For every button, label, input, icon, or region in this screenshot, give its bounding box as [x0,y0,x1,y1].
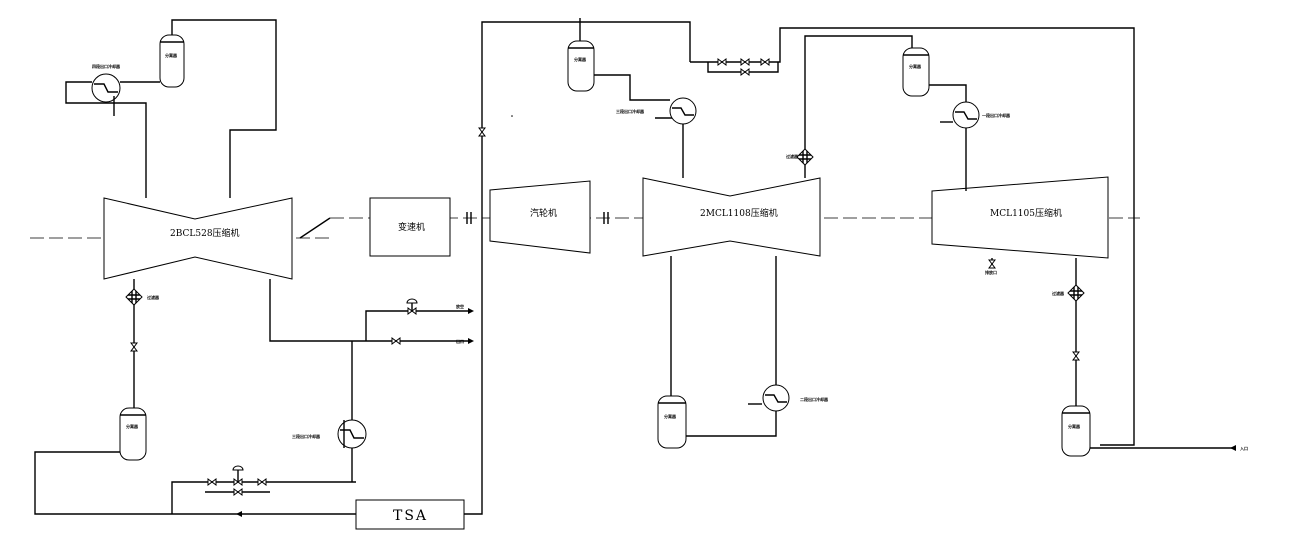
pipe-tl-1 [65,81,147,198]
svg-text:过滤器: 过滤器 [147,294,160,300]
gearbox-label: 变速机 [398,221,425,233]
svg-text:分离器: 分离器 [909,63,922,69]
separator-bottom-middle[interactable]: 分离器 [657,395,687,449]
svg-text:分离器: 分离器 [664,413,677,419]
cooler-2nd-stage[interactable]: 二段出口冷却器 [762,384,829,412]
svg-text:分离器: 分离器 [1068,423,1081,429]
pipe-mid-up [804,35,913,149]
cooler-3rd-stage-right[interactable]: 三段出口冷却器 [616,97,697,125]
shaft-link [299,217,331,239]
pipe-tsa-up [464,21,691,515]
svg-text:分离器: 分离器 [574,56,587,62]
svg-text:三段出口冷却器: 三段出口冷却器 [292,433,321,439]
pipe-discharge [269,279,470,342]
compressor-2mcl1108[interactable] [642,177,821,257]
pipe-vent [365,310,470,341]
separator-top-right[interactable]: 分离器 [902,47,930,97]
pipe-mid-down-right [686,256,777,437]
steam-turbine-label: 汽轮机 [530,207,557,219]
svg-text:过滤器: 过滤器 [1052,290,1065,296]
separator-bottom-left[interactable]: 分离器 [119,407,147,461]
cooler-4th-stage[interactable]: 四段出口冷却器 [91,63,121,103]
compressor-2bcl528[interactable] [103,197,293,280]
steam-turbine[interactable] [489,180,591,254]
pipe-sep-cooler [594,74,670,101]
separator-bottom-right[interactable]: 分离器 [1061,405,1091,457]
svg-text:三段出口冷却器: 三段出口冷却器 [616,108,645,114]
svg-text:分离器: 分离器 [126,423,139,429]
gearbox[interactable] [369,197,451,257]
cooler-3rd-stage-left[interactable]: 三段出口冷却器 [292,419,367,449]
svg-text:四段出口冷却器: 四段出口冷却器 [92,63,121,69]
pipe-tl-3 [171,19,277,198]
svg-text:一段出口冷却器: 一段出口冷却器 [982,112,1011,118]
filter-right[interactable]: 过滤器 [1052,284,1085,302]
svg-text:过滤器: 过滤器 [786,153,799,159]
pipe-bottom-loop [34,451,356,515]
svg-text:出口: 出口 [456,338,464,344]
svg-text:放空: 放空 [455,303,464,309]
filter-middle[interactable]: 过滤器 [786,148,814,166]
separator-top-middle[interactable]: 分离器 [567,40,595,92]
inlet-label: 入口 [1240,445,1248,451]
cooler-1st-stage[interactable]: 一段出口冷却器 [952,101,1011,129]
drain-label: 排放口 [985,269,997,275]
compressor-mcl1105-label: MCL1105压缩机 [990,207,1062,219]
pipe-bypass [171,481,356,514]
svg-text:二段出口冷却器: 二段出口冷却器 [800,396,829,402]
compressor-2mcl1108-label: 2MCL1108压缩机 [700,207,778,219]
tsa-unit[interactable] [355,499,465,530]
compressor-mcl1105[interactable] [931,176,1109,259]
svg-text:分离器: 分离器 [165,52,178,58]
tsa-label: TSA [393,508,428,524]
separator-top-left[interactable]: 分离器 [159,34,185,88]
compressor-2bcl528-label: 2BCL528压缩机 [170,227,240,239]
filter-left[interactable]: 过滤器 [125,288,160,306]
